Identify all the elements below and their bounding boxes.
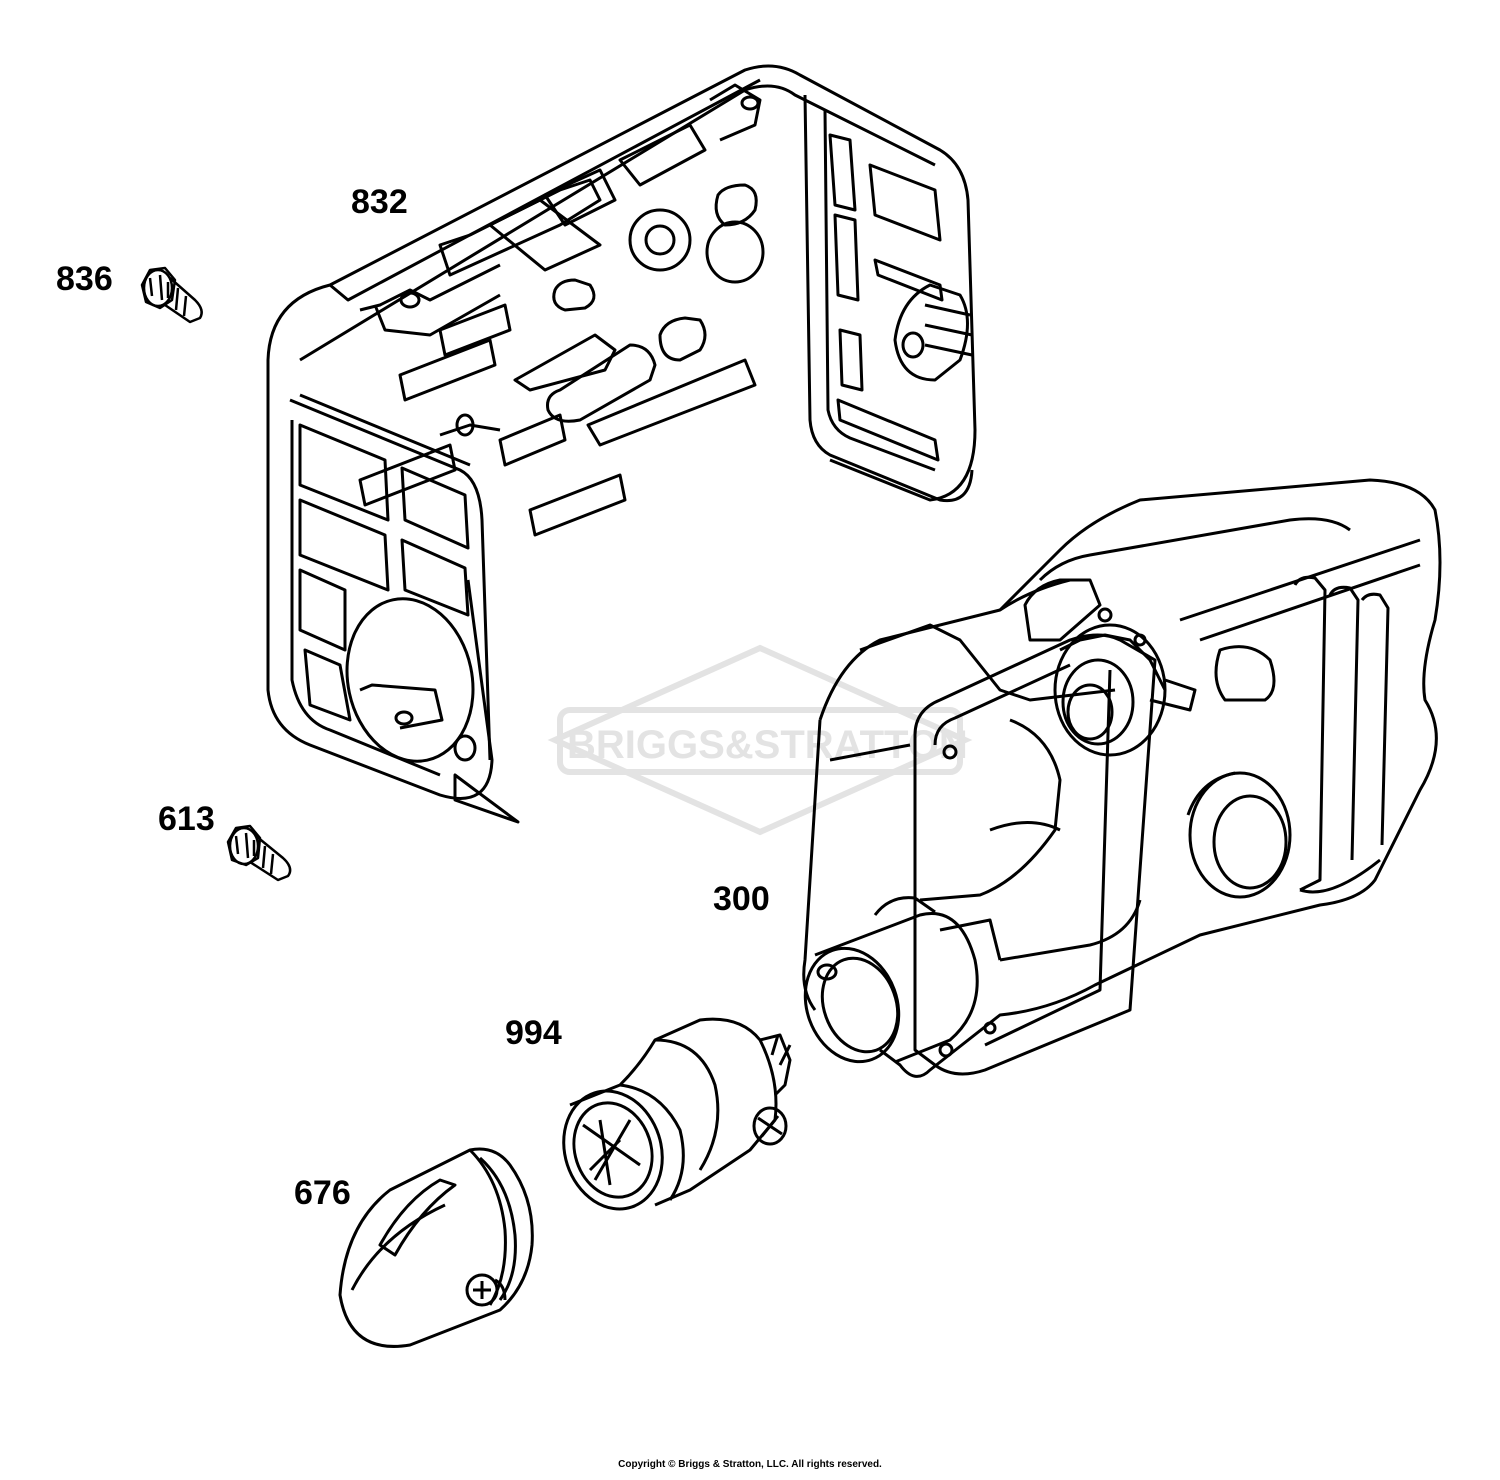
copyright-notice: Copyright © Briggs & Stratton, LLC. All …	[618, 1459, 882, 1470]
part-label-836: 836	[56, 260, 113, 298]
part-label-300: 300	[713, 880, 770, 918]
part-label-994: 994	[505, 1014, 562, 1052]
part-994-spark-arrestor	[562, 1017, 792, 1211]
watermark-text: BRIGGS&STRATTON	[567, 723, 968, 767]
part-300-muffler	[802, 478, 1442, 1078]
part-label-676: 676	[294, 1174, 351, 1212]
briggs-stratton-watermark: BRIGGS&STRATTON	[547, 644, 973, 836]
part-613-flange-bolt	[226, 824, 292, 882]
part-label-832: 832	[351, 183, 408, 221]
part-836-flange-bolt	[140, 266, 203, 324]
part-832-heat-shield	[266, 64, 977, 824]
part-label-613: 613	[158, 800, 215, 838]
part-676-deflector-cap	[338, 1147, 534, 1348]
